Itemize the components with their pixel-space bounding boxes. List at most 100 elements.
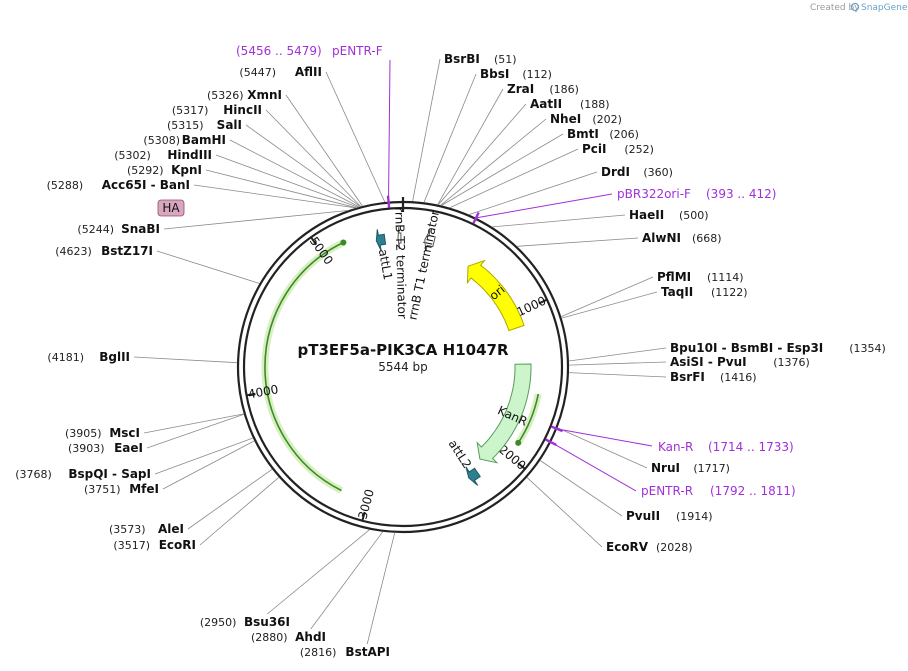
tick-mark-1000: [538, 298, 548, 305]
enzyme-aatii-name: AatII: [530, 97, 562, 111]
leader-r17: [526, 477, 603, 548]
tick-mark-3000: [361, 511, 366, 521]
plasmid-length: 5544 bp: [378, 360, 428, 374]
enzyme-nhei-name: NheI: [550, 112, 581, 126]
enzyme-snabi-name: SnaBI: [121, 222, 160, 236]
leader-r7: [468, 171, 598, 215]
primer-pbr322ori-f-name: pBR322ori-F: [617, 187, 691, 201]
leader-b2: [366, 532, 396, 645]
primer-kan-r: Kan-R(1714 .. 1733): [658, 440, 794, 454]
enzyme-pcii-position: (252): [624, 143, 654, 156]
leader-r2: [437, 88, 504, 205]
enzyme-bsrfi-position: (1416): [720, 371, 757, 384]
leader-l14: [162, 440, 255, 490]
leader-l16: [199, 476, 280, 546]
enzyme-bsrbi-name: BsrBI: [444, 52, 480, 66]
orf-arrowhead-1: [515, 439, 522, 446]
feature-attl2-label: attL2: [446, 437, 475, 471]
enzyme-ahdi-position: (2880): [251, 631, 288, 644]
primer-pentr-f: pENTR-F(5456 .. 5479): [236, 44, 383, 58]
leader-r14: [568, 372, 667, 378]
enzyme-bpu10i-bsmbi-esp3i-position: (1354): [849, 342, 886, 355]
enzyme-bsu36i: Bsu36I(2950): [200, 615, 290, 629]
enzyme-hindiii-position: (5302): [114, 149, 151, 162]
enzyme-alwni: AlwNI(668): [642, 231, 722, 245]
enzyme-mfei-position: (3751): [84, 483, 121, 496]
orf-glow-0: [261, 239, 345, 494]
enzyme-acc65i-bani-position: (5288): [47, 179, 84, 192]
leader-r6: [449, 148, 579, 209]
leader-l13: [154, 437, 254, 475]
enzyme-bglii: BglII(4181): [47, 350, 130, 364]
enzyme-bmti: BmtI(206): [567, 127, 639, 141]
enzyme-mfei-name: MfeI: [129, 482, 159, 496]
enzyme-kpni-name: KpnI: [171, 163, 202, 177]
feature-ha: HA: [157, 199, 185, 217]
feature-ha-box: [157, 199, 185, 217]
enzyme-snabi-position: (5244): [77, 223, 114, 236]
feature-attl2-arrow: [465, 466, 481, 486]
enzyme-bstapi: BstAPI(2816): [300, 645, 390, 659]
enzyme-ecori-position: (3517): [113, 539, 150, 552]
credit-brand: SnapGene: [861, 3, 908, 13]
enzyme-bspqi-sapi: BspQI - SapI(3768): [15, 467, 151, 481]
enzyme-bbsi: BbsI(112): [480, 67, 552, 81]
label-layer: BsrBI(51)BbsI(112)ZraI(186)AatII(188)Nhe…: [15, 44, 886, 659]
tick-mark-4000: [246, 392, 256, 397]
enzyme-hindiii-name: HindIII: [167, 148, 212, 162]
enzyme-pflmi-name: PflMI: [657, 270, 691, 284]
orf-arc-0: [264, 241, 344, 492]
enzyme-pvuii-name: PvuII: [626, 509, 660, 523]
leader-r10: [561, 276, 654, 317]
enzyme-bamhi-name: BamHI: [182, 133, 226, 147]
leader-r3: [437, 103, 527, 206]
primer-pentr-f-leader: [388, 59, 391, 202]
enzyme-aflii-name: AflII: [295, 65, 322, 79]
enzyme-bsrbi: BsrBI(51): [444, 52, 517, 66]
primer-kan-r-name: Kan-R: [658, 440, 693, 454]
leader-r1: [423, 73, 477, 203]
enzyme-nrui-position: (1717): [693, 462, 730, 475]
leader-r5: [441, 133, 564, 206]
enzyme-haeii-position: (500): [679, 209, 709, 222]
enzyme-bpu10i-bsmbi-esp3i: Bpu10I - BsmBI - Esp3I (1354): [670, 341, 886, 355]
enzyme-msci-name: MscI: [109, 426, 140, 440]
leader-l5: [215, 154, 359, 208]
enzyme-bpu10i-bsmbi-esp3i-name: Bpu10I - BsmBI - Esp3I: [670, 341, 823, 355]
feature-ha-label: HA: [162, 201, 180, 215]
enzyme-aflii-position: (5447): [239, 66, 276, 79]
enzyme-nrui-name: NruI: [651, 461, 680, 475]
feature-attl1-arrow: [375, 229, 387, 252]
credit-prefix: Created by: [810, 3, 860, 13]
enzyme-sali: SalI(5315): [167, 118, 242, 132]
enzyme-bamhi-position: (5308): [143, 134, 180, 147]
primer-pbr322ori-f-range: (393 .. 412): [706, 187, 776, 201]
enzyme-kpni-position: (5292): [127, 164, 164, 177]
enzyme-eaei-name: EaeI: [114, 441, 143, 455]
feature-attl1-label: attL1: [376, 248, 395, 281]
enzyme-bstz17i-name: BstZ17I: [101, 244, 153, 258]
enzyme-asisi-pvui-position: (1376): [773, 356, 810, 369]
enzyme-zrai-position: (186): [549, 83, 579, 96]
enzyme-nhei: NheI(202): [550, 112, 622, 126]
enzyme-alei: AleI(3573): [109, 522, 184, 536]
tick-label-3000: 3000: [356, 488, 377, 521]
enzyme-taqii: TaqII(1122): [661, 285, 748, 299]
enzyme-drdi-position: (360): [643, 166, 673, 179]
enzyme-bstz17i-position: (4623): [55, 245, 92, 258]
leader-r4: [440, 118, 547, 206]
enzyme-alei-position: (3573): [109, 523, 146, 536]
feature-rrnb-t1-arrow: [424, 229, 436, 252]
enzyme-pcii-name: PciI: [582, 142, 607, 156]
leader-l12: [146, 413, 245, 449]
enzyme-mfei: MfeI (3751): [84, 482, 159, 496]
leader-r0: [412, 58, 441, 202]
enzyme-acc65i-bani: Acc65I - BanI(5288): [47, 178, 190, 192]
leader-l3: [245, 124, 361, 207]
enzyme-bspqi-sapi-position: (3768): [15, 468, 52, 481]
leader-l4: [229, 139, 360, 208]
enzyme-drdi: DrdI(360): [601, 165, 673, 179]
enzyme-bglii-position: (4181): [47, 351, 84, 364]
enzyme-haeii-name: HaeII: [629, 208, 664, 222]
